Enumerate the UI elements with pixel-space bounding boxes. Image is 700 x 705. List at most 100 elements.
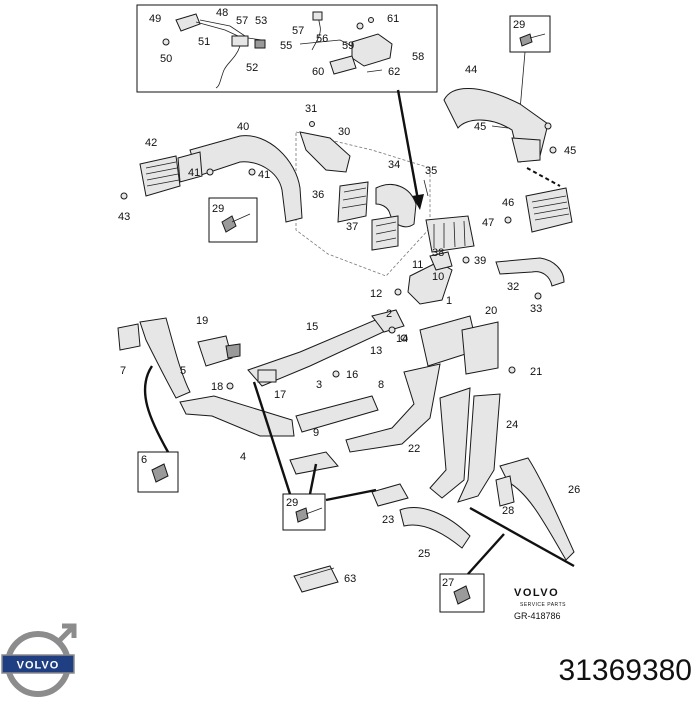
- callout-57: 57: [236, 15, 248, 27]
- callout-43: 43: [118, 211, 130, 223]
- clip-59: [356, 22, 364, 30]
- callout-7: 7: [120, 365, 126, 377]
- fastener-29-mid-head: [295, 507, 309, 523]
- wire-55: [299, 39, 353, 47]
- callout-40: 40: [237, 121, 249, 133]
- screw-16: [332, 370, 340, 378]
- callout-38: 38: [432, 247, 444, 259]
- callout-29-mid: 29: [286, 497, 298, 509]
- screw-33: [534, 292, 542, 300]
- callout-42: 42: [145, 137, 157, 149]
- callout-29-top: 29: [513, 19, 525, 31]
- plug-53: [254, 39, 266, 49]
- callout-11: 11: [412, 259, 423, 271]
- duct-34: [375, 184, 417, 228]
- duct-26: [499, 457, 575, 561]
- duct-20: [461, 321, 499, 375]
- leader-29-44: [519, 51, 526, 111]
- duct-32: [495, 257, 565, 287]
- duct-15-end: [371, 309, 405, 333]
- callout-15: 15: [306, 321, 318, 333]
- cable-52: [215, 45, 241, 89]
- callout-22: 22: [408, 443, 420, 455]
- dash-44-46: [526, 167, 561, 187]
- screw-2: [388, 326, 396, 334]
- clip-28: [495, 475, 515, 507]
- callout-19: 19: [196, 315, 208, 327]
- callout-4: 4: [240, 451, 246, 463]
- screw-47: [504, 216, 512, 224]
- arrow-29-left: [252, 381, 292, 495]
- callout-2: 2: [386, 308, 392, 320]
- drawing-reference: GR-418786: [514, 611, 561, 621]
- callout-45b: 45: [564, 145, 576, 157]
- callout-1: 1: [446, 295, 452, 307]
- callout-28: 28: [502, 505, 514, 517]
- callout-26: 26: [568, 484, 580, 496]
- callout-10: 10: [432, 271, 444, 283]
- bracket-23: [371, 483, 409, 507]
- wire-56: [311, 15, 321, 51]
- callout-34: 34: [388, 159, 400, 171]
- part-number: 31369380: [559, 654, 692, 687]
- callout-62: 62: [388, 66, 400, 78]
- callout-35: 35: [425, 165, 437, 177]
- vent-38-louvers: [433, 220, 466, 248]
- connector-60: [329, 55, 357, 75]
- callout-41b: 41: [258, 169, 270, 181]
- callout-6: 6: [141, 454, 147, 466]
- callout-17: 17: [274, 389, 286, 401]
- callout-48: 48: [216, 7, 228, 19]
- callout-58: 58: [412, 51, 424, 63]
- callout-29-left: 29: [212, 203, 224, 215]
- vent-37: [371, 215, 399, 251]
- duct-40: [189, 135, 303, 223]
- callout-16: 16: [346, 369, 358, 381]
- duct-5: [139, 317, 191, 399]
- screw-41a: [206, 168, 214, 176]
- callout-8: 8: [378, 379, 384, 391]
- screw-39: [462, 256, 470, 264]
- filter-63-edge: [299, 567, 335, 579]
- vent-46: [525, 187, 573, 233]
- brand-logo-text: VOLVO: [514, 587, 559, 599]
- bracket-30: [299, 131, 351, 173]
- callout-59: 59: [342, 40, 354, 52]
- callout-labels: 49 48 57 53 51 50 52 57 56 55 59 61 58 6…: [118, 7, 580, 589]
- arrow-26-line: [469, 506, 575, 568]
- callout-3: 3: [316, 379, 322, 391]
- callout-45a: 45: [474, 121, 486, 133]
- screw-43: [120, 192, 128, 200]
- assembly-outline: [295, 131, 431, 277]
- callout-46: 46: [502, 197, 514, 209]
- callout-39: 39: [474, 255, 486, 267]
- duct-9: [289, 451, 339, 475]
- callout-57b: 57: [292, 25, 304, 37]
- callout-55: 55: [280, 40, 292, 52]
- inset-arrowhead: [412, 194, 424, 210]
- duct-25: [399, 507, 471, 549]
- callout-49: 49: [149, 13, 161, 25]
- sensor-inset: [136, 4, 438, 93]
- callout-60: 60: [312, 66, 324, 78]
- callout-50: 50: [160, 53, 172, 65]
- actuator-19: [197, 335, 233, 367]
- callout-33: 33: [530, 303, 542, 315]
- fastener-29-top-head: [519, 33, 533, 47]
- callout-44: 44: [465, 64, 477, 76]
- callout-53: 53: [255, 15, 267, 27]
- vent-36-louvers: [341, 187, 367, 209]
- callout-13: 13: [370, 345, 382, 357]
- screw-21: [508, 366, 516, 374]
- fastener-29-left-shank: [231, 213, 251, 223]
- duct-4: [179, 395, 295, 437]
- filter-63: [293, 565, 339, 593]
- screw-45a: [544, 122, 552, 130]
- clip-17: [257, 369, 277, 383]
- screw-14: [400, 334, 408, 342]
- connector-51: [231, 35, 249, 47]
- callout-61: 61: [387, 13, 399, 25]
- callout-9: 9: [313, 427, 319, 439]
